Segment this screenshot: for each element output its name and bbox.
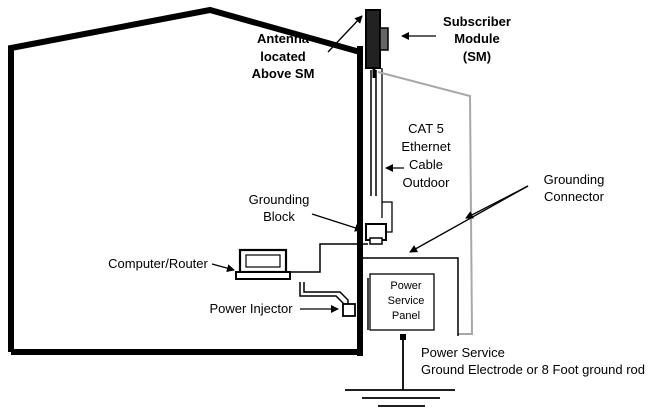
computer-router-label: Computer/Router [108,256,208,271]
power-service-label-1: Power Service [421,345,505,360]
grounding-block-icon [365,223,387,245]
antenna-mast [370,70,377,196]
labels: Antenna located Above SM Subscriber Modu… [108,14,645,377]
cat5-label-2: Ethernet [401,139,451,154]
power-injector-icon [342,303,356,317]
arrow-grounding-block [311,213,363,232]
power-service-label-2: Ground Electrode or 8 Foot ground rod [421,362,645,377]
grounding-connector-label-2: Connector [544,189,605,204]
grounding-block-label-1: Grounding [249,192,310,207]
subscriber-label-1: Subscriber [443,14,511,29]
antenna-label-3: Above SM [252,66,315,81]
antenna-label-1: Antenna [257,31,310,46]
cat5-label-3: Cable [409,157,443,172]
subscriber-label-3: (SM) [463,49,491,64]
cat5-label-1: CAT 5 [408,121,444,136]
arrow-computer [211,263,235,273]
power-injector-label: Power Injector [209,301,293,316]
callout-arrows [211,15,529,313]
cat5-cable [381,68,393,233]
power-panel-label-3: Panel [392,310,420,322]
grounding-block-label-2: Block [263,209,295,224]
power-panel-label-1: Power [390,280,422,292]
cat5-label-4: Outdoor [403,175,451,190]
grounding-connector-label-1: Grounding [544,172,605,187]
arrow-antenna [327,15,363,53]
power-service-panel-icon [360,257,459,336]
subscriber-module-icon [365,9,389,78]
antenna-label-2: located [260,49,306,64]
house-outline [8,6,363,356]
arrow-grounding-connector-2 [409,185,529,253]
ground-rod-icon [345,334,455,407]
subscriber-label-2: Module [454,31,500,46]
indoor-cable [288,243,368,312]
power-panel-label-2: Service [388,295,425,307]
computer-router-icon [235,248,291,280]
